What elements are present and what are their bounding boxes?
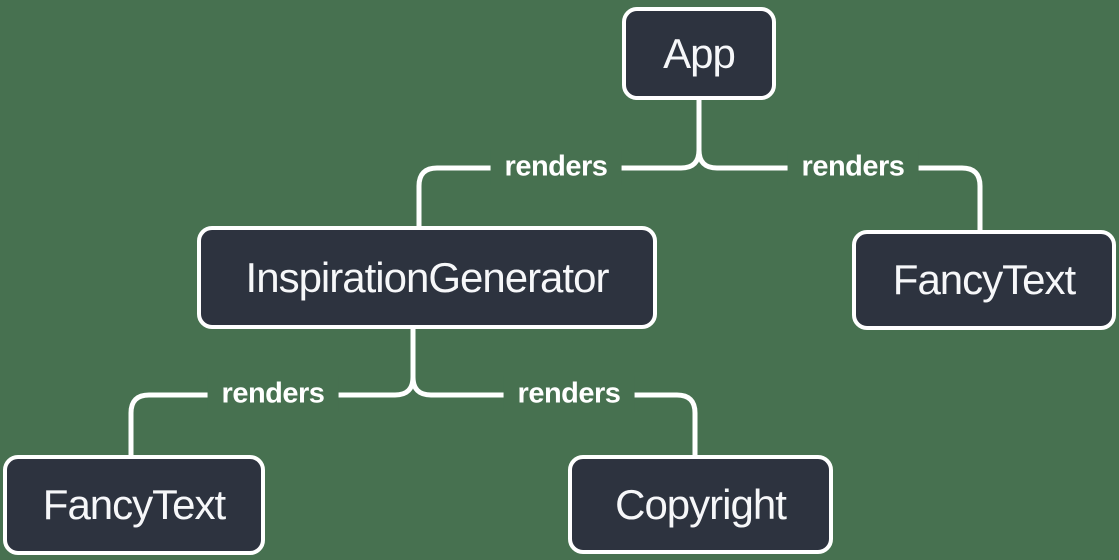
edge-label-renders-inspirationgenerator-copyright: renders — [503, 375, 635, 413]
edge-label-renders-app-fancytext: renders — [787, 148, 919, 186]
node-inspiration-generator: InspirationGenerator — [197, 226, 657, 329]
edge-label-renders-app-inspirationgenerator: renders — [490, 148, 622, 186]
node-app: App — [622, 7, 776, 100]
node-fancy-text-bottom-left: FancyText — [3, 455, 265, 555]
node-fancy-text-top-right: FancyText — [852, 230, 1116, 330]
node-copyright: Copyright — [568, 455, 833, 554]
edge-label-renders-inspirationgenerator-fancytext: renders — [207, 375, 339, 413]
